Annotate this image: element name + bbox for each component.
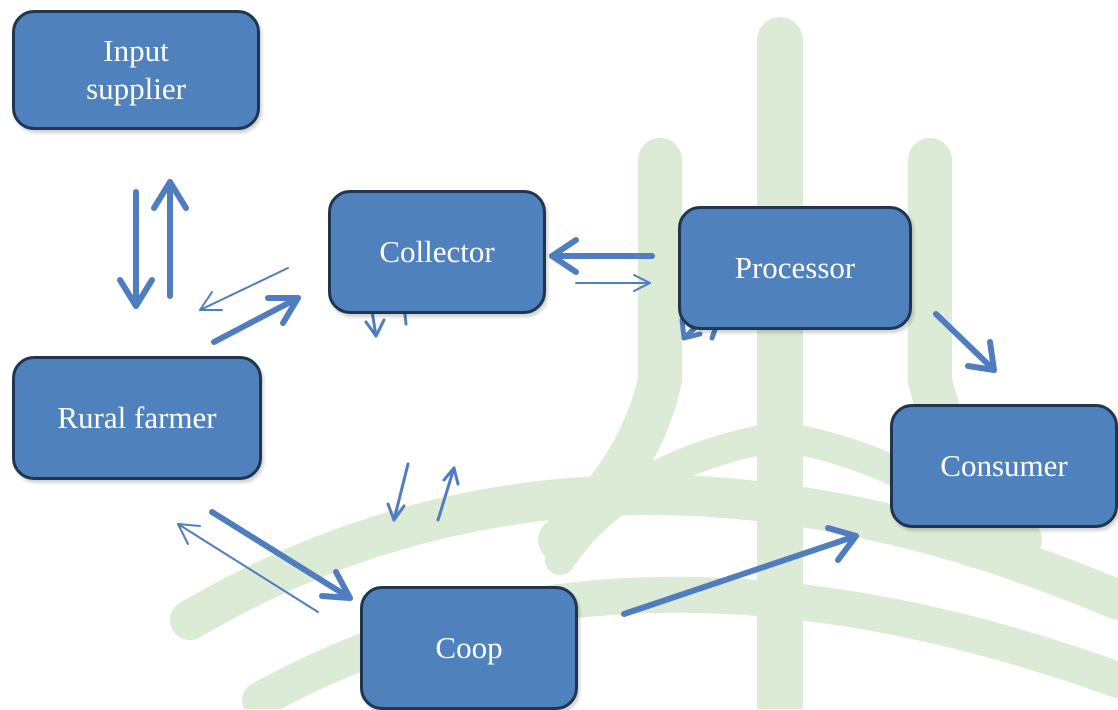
- node-collector-label: Collector: [379, 234, 495, 269]
- arrow-collector-to-farmer: [199, 267, 289, 311]
- arrow-farmer-to-collector: [211, 295, 301, 345]
- node-coop: Coop: [360, 586, 578, 710]
- node-input-supplier-label: Input supplier: [86, 33, 186, 106]
- node-processor: Processor: [678, 206, 912, 330]
- arrow-collector-to-coop: [386, 462, 410, 522]
- arrow-input-supplier-to-farmer: [117, 189, 155, 309]
- node-coop-label: Coop: [435, 630, 503, 665]
- node-input-supplier: Input supplier: [12, 10, 260, 130]
- node-consumer-label: Consumer: [940, 448, 1068, 483]
- arrow-farmer-to-coop: [209, 509, 353, 601]
- arrow-coop-to-farmer: [177, 523, 319, 613]
- arrow-processor-to-collector: [549, 237, 655, 275]
- arrow-collector-to-processor: [575, 274, 651, 292]
- node-rural-farmer-label: Rural farmer: [57, 400, 217, 435]
- arrow-processor-to-consumer: [933, 311, 997, 373]
- node-consumer: Consumer: [890, 404, 1118, 528]
- node-collector: Collector: [328, 190, 546, 314]
- arrow-coop-to-consumer: [621, 525, 859, 617]
- node-rural-farmer: Rural farmer: [12, 356, 262, 480]
- arrow-farmer-to-input-supplier: [151, 179, 189, 299]
- watermark-base-arc-1: [170, 474, 1118, 640]
- arrow-coop-to-collector: [436, 466, 460, 522]
- node-processor-label: Processor: [734, 250, 856, 285]
